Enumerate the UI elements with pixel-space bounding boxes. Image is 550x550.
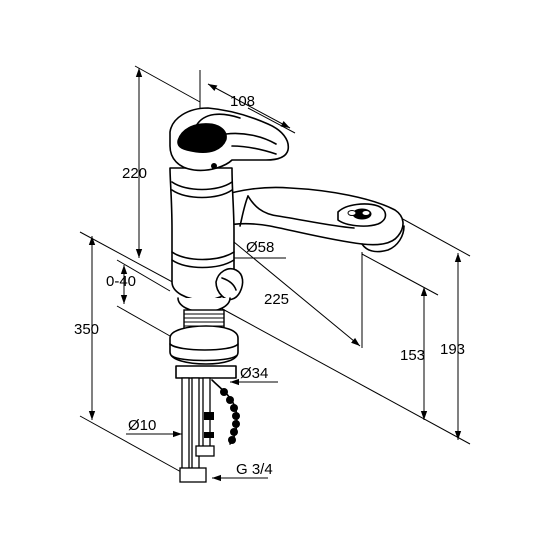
dim-225: 225 — [264, 291, 289, 308]
spout — [219, 186, 404, 246]
dim-153: 153 — [400, 347, 425, 364]
dim-thread-g34: G 3/4 — [236, 461, 273, 478]
dim-193: 193 — [440, 341, 465, 358]
dim-220: 220 — [122, 165, 147, 182]
dim-350: 350 — [74, 321, 99, 338]
lever-top — [177, 123, 227, 153]
spray-hose — [211, 379, 240, 445]
supply-hoses — [179, 377, 215, 483]
dim-diam-34: Ø34 — [240, 365, 268, 382]
diverter-knob — [215, 267, 244, 301]
dim-diam-58: Ø58 — [246, 239, 274, 256]
dim-108: 108 — [230, 93, 255, 110]
dimension-labels: 108 220 0-40 350 225 Ø58 Ø34 Ø10 G 3/4 1… — [74, 93, 465, 478]
dim-diam-10: Ø10 — [128, 417, 156, 434]
faucet — [169, 107, 405, 483]
dim-0-40: 0-40 — [106, 273, 136, 290]
mounting-nut — [169, 325, 239, 365]
